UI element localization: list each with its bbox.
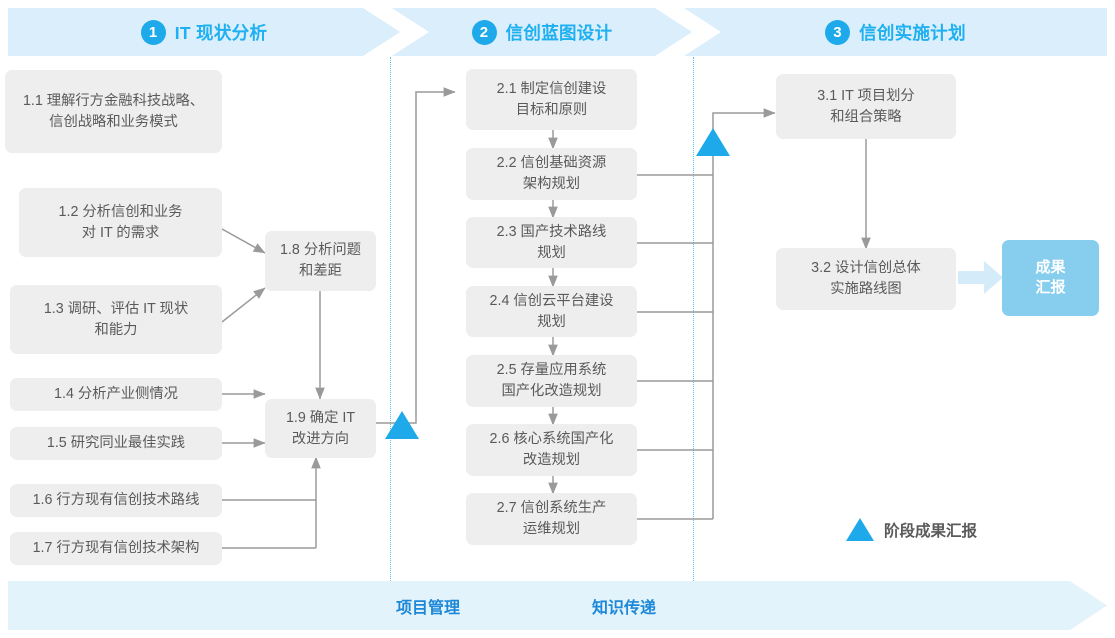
bottom-label-knowledge-transfer: 知识传递 [592,600,657,617]
legend-label: 阶段成果汇报 [884,522,978,540]
task-box-1-1[interactable]: 1.1 理解行方金融科技战略、 信创战略和业务模式 [5,70,222,153]
task-box-1-8[interactable]: 1.8 分析问题 和差距 [265,231,376,291]
task-box-2-5[interactable]: 2.5 存量应用系统 国产化改造规划 [466,355,637,407]
legend-milestone: 阶段成果汇报 [846,518,977,541]
task-box-1-3[interactable]: 1.3 调研、评估 IT 现状 和能力 [10,285,222,354]
milestone-triangle-phase1 [385,411,419,439]
result-arrow [958,261,1003,294]
phase-number-1: 1 [140,19,166,45]
phase-divider-left [390,57,391,581]
task-box-2-4[interactable]: 2.4 信创云平台建设 规划 [466,286,637,337]
phase-header-2: 2 信创蓝图设计 [392,8,692,56]
milestone-triangle-phase2 [696,128,730,156]
task-box-2-2[interactable]: 2.2 信创基础资源 架构规划 [466,148,637,200]
task-box-1-9[interactable]: 1.9 确定 IT 改进方向 [265,399,376,458]
triangle-icon [846,518,874,541]
task-box-1-2[interactable]: 1.2 分析信创和业务 对 IT 的需求 [19,188,222,257]
task-box-1-7[interactable]: 1.7 行方现有信创技术架构 [10,532,222,565]
phase-header-3: 3 信创实施计划 [684,8,1107,56]
phase-header-1: 1 IT 现状分析 [8,8,400,56]
task-box-1-4[interactable]: 1.4 分析产业侧情况 [10,378,222,411]
task-box-1-6[interactable]: 1.6 行方现有信创技术路线 [10,484,222,517]
task-box-3-2[interactable]: 3.2 设计信创总体 实施路线图 [776,248,956,310]
bottom-swimlane [8,581,1107,630]
phase-number-2: 2 [471,19,497,45]
task-box-1-5[interactable]: 1.5 研究同业最佳实践 [10,427,222,460]
task-box-2-7[interactable]: 2.7 信创系统生产 运维规划 [466,493,637,545]
phase-number-3: 3 [825,19,851,45]
result-badge[interactable]: 成果 汇报 [1002,240,1099,316]
task-box-2-1[interactable]: 2.1 制定信创建设 目标和原则 [466,69,637,130]
phase-divider-right [693,57,694,581]
phase-title-3: 信创实施计划 [859,22,966,43]
task-box-3-1[interactable]: 3.1 IT 项目划分 和组合策略 [776,74,956,139]
task-box-2-3[interactable]: 2.3 国产技术路线 规划 [466,217,637,268]
task-box-2-6[interactable]: 2.6 核心系统国产化 改造规划 [466,424,637,476]
phase-title-1: IT 现状分析 [174,22,268,43]
phase-title-2: 信创蓝图设计 [505,22,613,43]
bottom-label-project-management: 项目管理 [396,600,461,617]
